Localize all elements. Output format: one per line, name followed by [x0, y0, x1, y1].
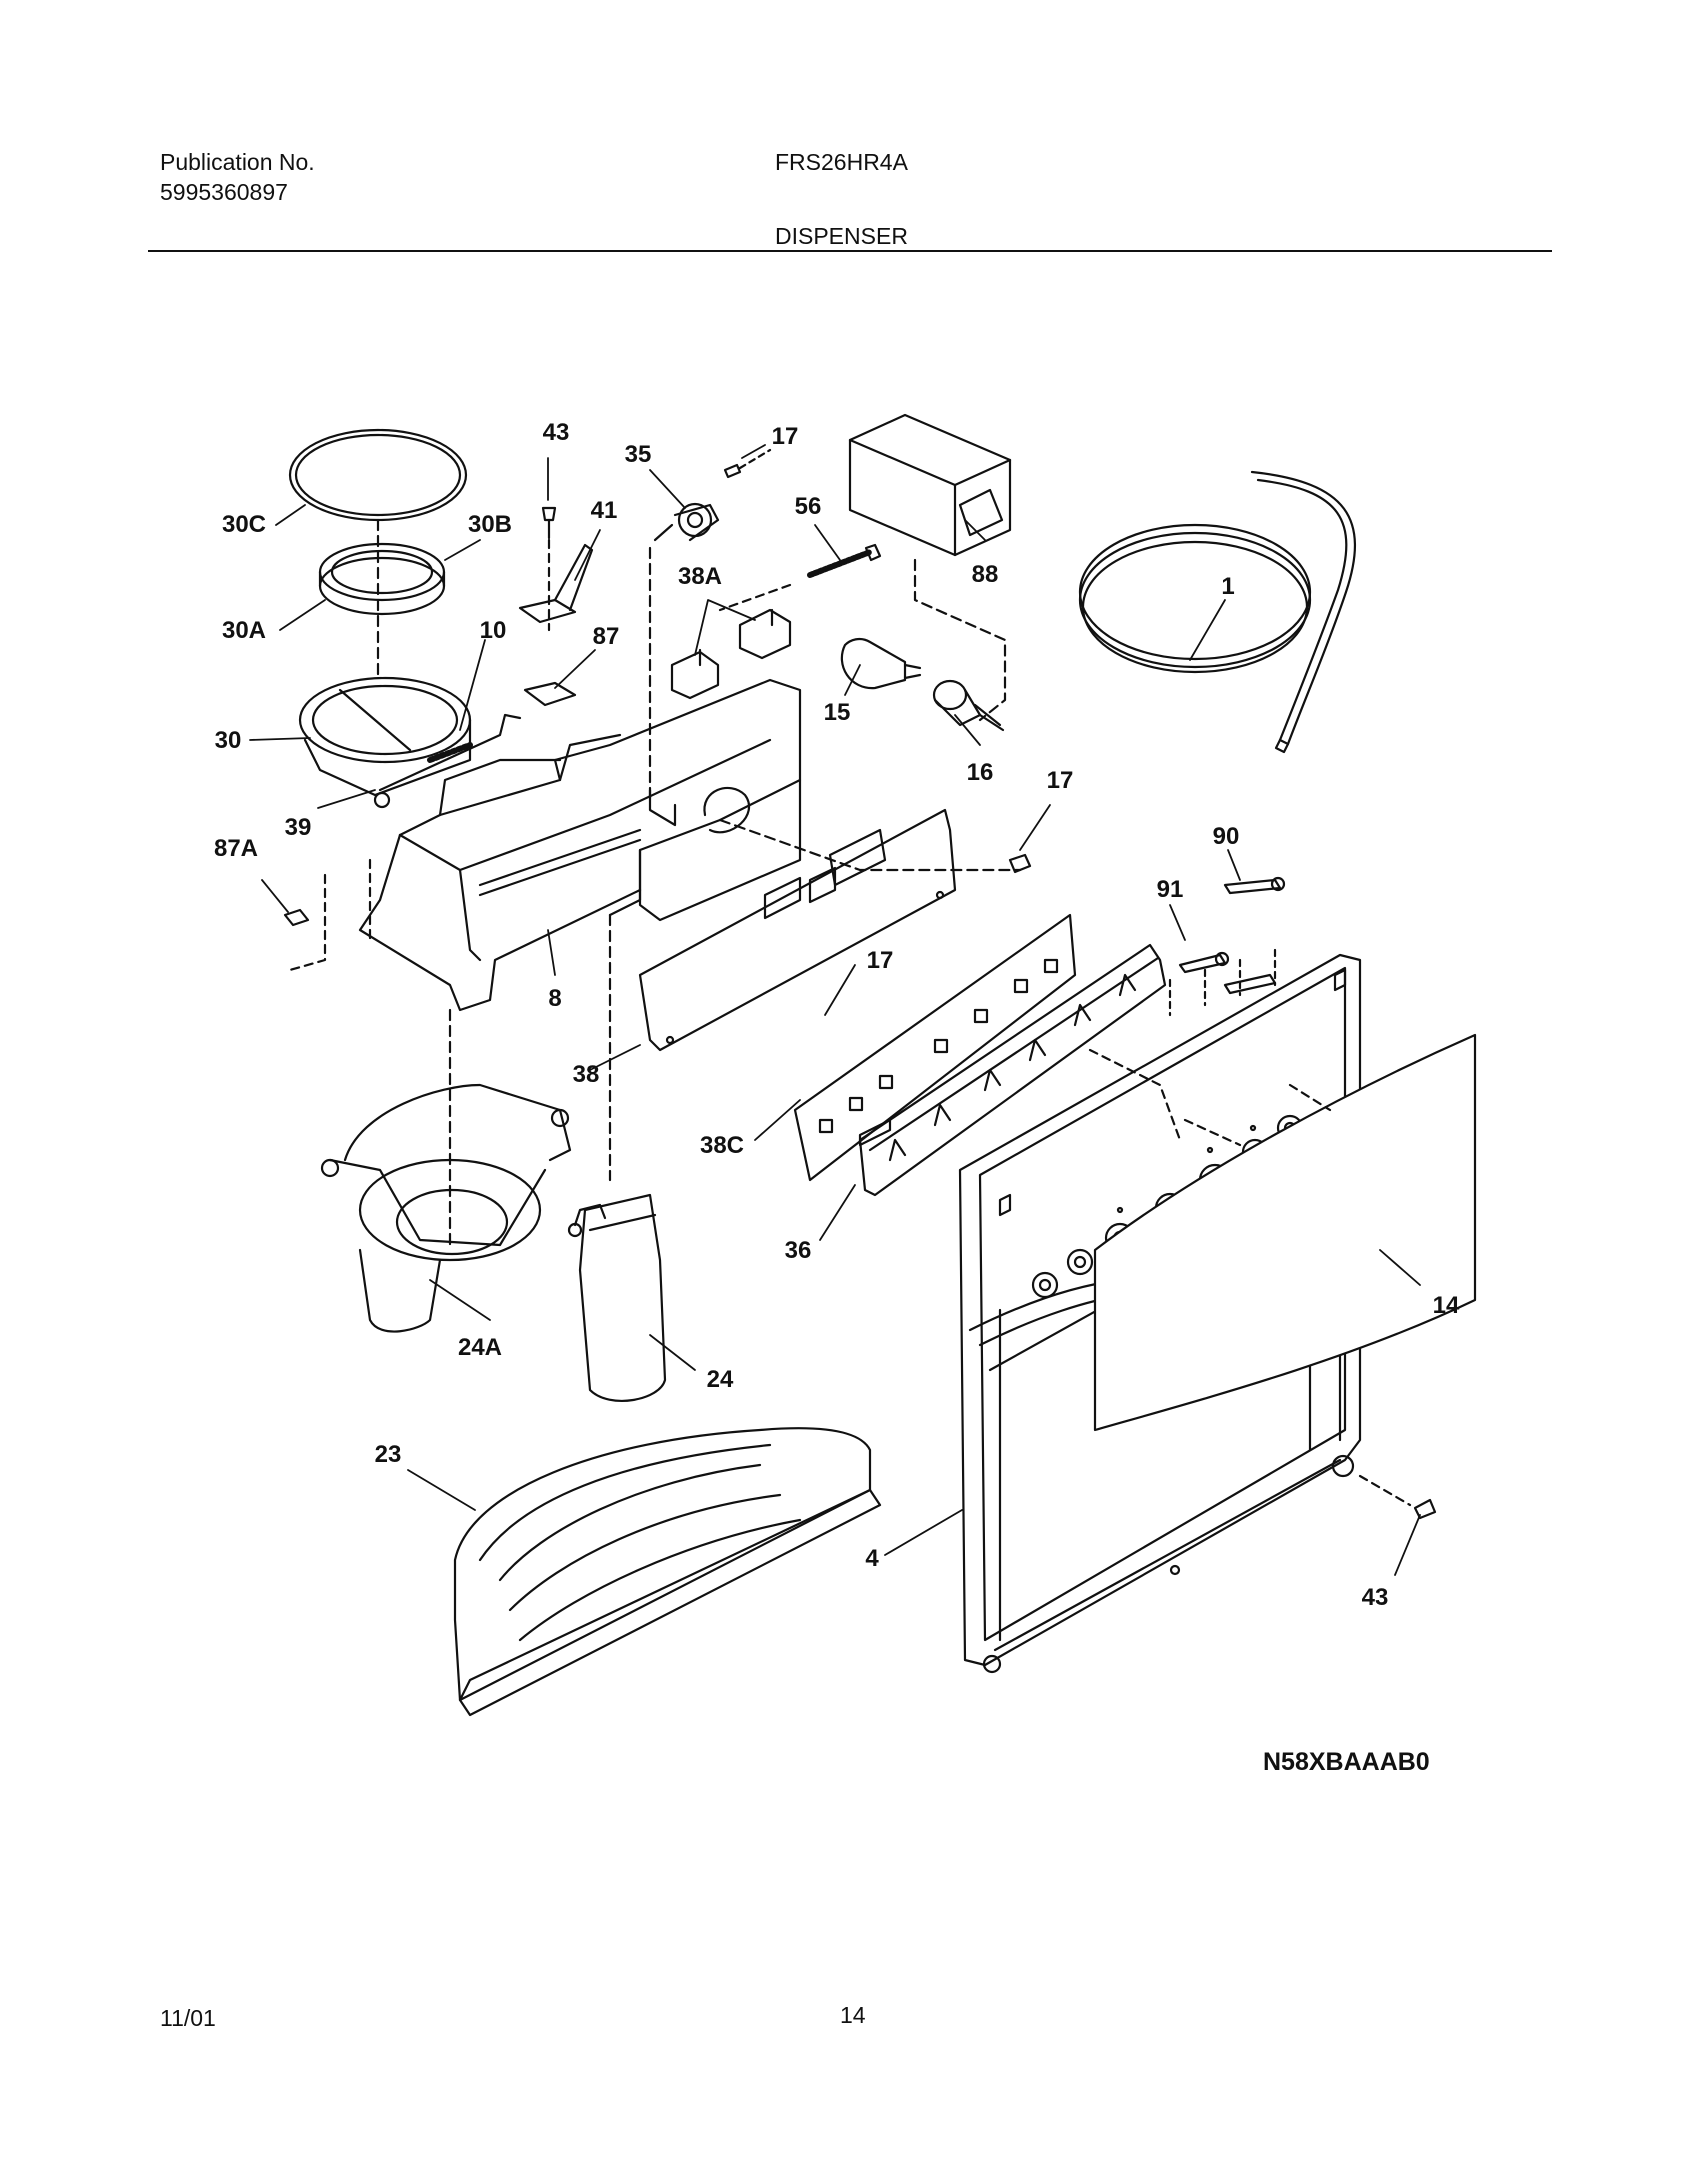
callout-10: 10: [480, 617, 507, 644]
part-17-screw-right: [1008, 853, 1032, 874]
callout-23: 23: [375, 1441, 402, 1468]
callout-87: 87: [593, 623, 620, 650]
callout-56: 56: [795, 493, 822, 520]
part-91-pin: [1178, 951, 1277, 995]
footer-date: 11/01: [160, 2005, 216, 2031]
callout-90: 90: [1213, 823, 1240, 850]
callout-43: 43: [1362, 1584, 1389, 1611]
publication-number: 5995360897: [160, 179, 288, 205]
part-1-water-tubing: [1078, 470, 1356, 754]
callout-1: 1: [1221, 573, 1234, 600]
callout-30c: 30C: [222, 511, 266, 538]
callout-15: 15: [824, 699, 851, 726]
part-14-overlay-panel: [1093, 1033, 1477, 1432]
page-number: 14: [840, 2002, 866, 2028]
part-35-solenoid: [653, 502, 720, 542]
part-38a-switches: [670, 608, 792, 700]
callout-30a: 30A: [222, 617, 266, 644]
part-30-ice-door: [298, 676, 522, 809]
part-90-pin: [1223, 876, 1286, 895]
callout-35: 35: [625, 441, 652, 468]
part-38-control-board: [638, 808, 957, 1052]
part-43-screw-bottom: [1358, 1474, 1437, 1520]
part-24-actuator-arm: [567, 1193, 667, 1402]
callout-91: 91: [1157, 876, 1184, 903]
callout-36: 36: [785, 1237, 812, 1264]
part-41-bracket: [518, 543, 594, 624]
callout-38c: 38C: [700, 1132, 744, 1159]
callout-30b: 30B: [468, 511, 512, 538]
publication-label: Publication No.: [160, 149, 315, 175]
part-43-screw-top: [541, 506, 557, 540]
part-87-clip: [523, 681, 577, 707]
part-8-dispenser-housing: [358, 678, 802, 1012]
part-30a-30b-lens: [318, 542, 446, 616]
callout-4: 4: [865, 1545, 879, 1572]
callout-17: 17: [772, 423, 799, 450]
part-88-ballast-box: [848, 413, 1012, 557]
callout-24a: 24A: [458, 1334, 502, 1361]
part-87a-clip: [283, 858, 372, 972]
part-15-light-bulb: [840, 637, 922, 690]
part-36-switch-bracket: [858, 943, 1167, 1197]
callout-39: 39: [285, 814, 312, 841]
callout-38a: 38A: [678, 563, 722, 590]
callout-8: 8: [548, 985, 561, 1012]
header-rule: [148, 250, 1552, 252]
callout-30: 30: [215, 727, 242, 754]
callout-17: 17: [1047, 767, 1074, 794]
model-number: FRS26HR4A: [775, 149, 908, 175]
callout-43: 43: [543, 419, 570, 446]
callout-16: 16: [967, 759, 994, 786]
leader-lines: [249, 444, 1421, 1576]
section-title: DISPENSER: [775, 223, 908, 249]
part-56-screw: [807, 543, 882, 578]
part-23-drip-tray: [453, 1427, 882, 1717]
callout-87a: 87A: [214, 835, 258, 862]
callout-41: 41: [591, 497, 618, 524]
callout-14: 14: [1433, 1292, 1460, 1319]
part-30c-gasket: [288, 428, 468, 522]
part-24a-ice-chute: [320, 1083, 572, 1333]
callout-38: 38: [573, 1061, 600, 1088]
figure-code: N58XBAAAB0: [1263, 1748, 1430, 1776]
callout-17: 17: [867, 947, 894, 974]
callout-88: 88: [972, 561, 999, 588]
callout-labels: 43 35 17 30C 30B 41 56 88 38A 1 30A 10 8…: [214, 419, 1460, 1611]
callout-24: 24: [707, 1366, 734, 1393]
part-17-screw-top: [723, 463, 742, 479]
part-16-lamp-socket: [932, 679, 1005, 732]
